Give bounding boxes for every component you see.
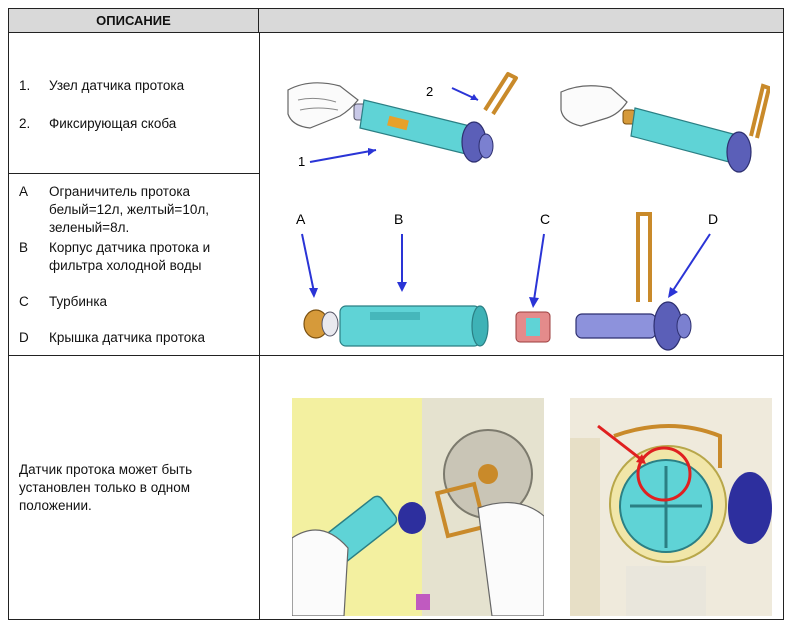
exploded-view-illustration: A B C D (296, 211, 718, 351)
callout-a: A (296, 211, 306, 227)
item-letter: A (19, 184, 29, 199)
row-divider-2 (9, 355, 783, 356)
item-label: Корпус датчика протока и фильтра холодно… (49, 240, 211, 273)
item-label: Узел датчика протока (49, 78, 185, 93)
column-divider (259, 33, 260, 619)
item-letter: D (19, 330, 29, 345)
sensor-assembly-illustration-2 (560, 83, 770, 173)
item-letter: C (19, 294, 29, 309)
item-letter: B (19, 240, 29, 255)
section2-item-b: B Корпус датчика протока и фильтра холод… (19, 239, 254, 275)
callout-b: B (394, 211, 403, 227)
boiler-installation-photo (292, 398, 544, 616)
item-label: Крышка датчика протока (49, 330, 205, 345)
item-number: 2. (19, 116, 31, 131)
row-divider-1 (9, 173, 259, 174)
item-number: 1. (19, 78, 31, 93)
item-label: Фиксирующая скоба (49, 116, 177, 131)
description-table: ОПИСАНИЕ 1. Узел датчика протока 2. Фикс… (8, 8, 784, 620)
item-label: Ограничитель протока белый=12л, желтый=1… (49, 184, 209, 235)
item-label: Турбинка (49, 294, 108, 309)
table-header: ОПИСАНИЕ (9, 9, 259, 33)
callout-1: 1 (298, 154, 305, 169)
sensor-assembly-illustration: 2 1 (287, 72, 518, 169)
section2-item-a: A Ограничитель протока белый=12л, желтый… (19, 183, 254, 239)
installation-note: Датчик протока может быть установлен тол… (19, 462, 193, 513)
header-title: ОПИСАНИЕ (96, 13, 171, 28)
callout-d: D (708, 211, 718, 227)
table-header-right (259, 9, 783, 33)
sensor-position-photo (570, 398, 772, 616)
callout-c: C (540, 211, 550, 227)
callout-2: 2 (426, 84, 433, 99)
